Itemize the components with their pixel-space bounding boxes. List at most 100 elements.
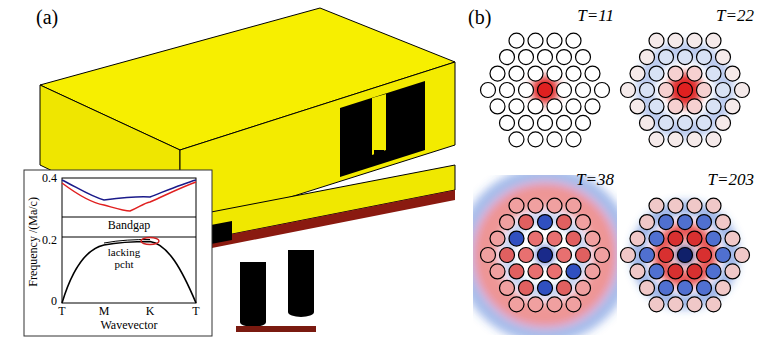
bandgap-line [62,217,196,218]
field-ring [638,208,732,302]
air-hole [490,66,505,81]
air-hole [668,231,683,246]
air-hole [659,50,674,65]
air-hole [538,115,553,130]
air-hole [585,99,600,114]
field-panel [481,33,610,147]
air-hole [649,99,664,114]
air-hole [519,83,534,98]
air-hole [500,115,515,130]
air-hole [490,231,505,246]
air-hole [528,297,543,312]
air-hole [528,231,543,246]
air-hole [630,99,645,114]
time-label: T=203 [708,170,754,190]
air-hole [528,264,543,279]
air-hole [649,297,664,312]
air-hole [678,83,693,98]
air-hole [725,99,740,114]
air-hole [687,33,702,48]
field-blob [676,246,694,264]
air-hole [519,215,534,230]
air-hole [547,132,562,147]
air-hole [716,50,731,65]
air-hole [528,198,543,213]
air-hole [649,264,664,279]
air-hole [687,297,702,312]
air-hole [557,248,572,263]
annotation: pcht [115,258,134,271]
field-glow [645,50,725,130]
field-glow [473,175,617,335]
air-hole [659,215,674,230]
air-hole [509,198,524,213]
air-hole [528,66,543,81]
tick-label: T [58,305,65,319]
air-hole [697,50,712,65]
bandgap-line [62,237,196,238]
air-hole [668,66,683,81]
air-hole [500,83,515,98]
air-hole [547,99,562,114]
air-hole [519,248,534,263]
pillar-shadow [374,150,384,156]
air-hole [557,115,572,130]
air-hole [649,132,664,147]
air-hole [566,132,581,147]
field-ring [485,195,605,315]
cylinder-base [288,307,314,317]
air-hole [595,83,610,98]
air-hole [500,50,515,65]
air-hole [659,83,674,98]
air-hole [547,198,562,213]
air-hole [500,248,515,263]
air-hole [566,264,581,279]
air-hole [659,280,674,295]
air-hole [716,280,731,295]
panel-label: (b) [468,6,491,29]
air-hole [509,132,524,147]
air-hole [687,264,702,279]
air-hole [566,33,581,48]
field-ring [473,175,617,335]
plot-frame [62,178,196,303]
cylinder-base [240,317,266,327]
time-label: T=22 [716,6,754,26]
field-glow [638,208,732,302]
lower-band [62,242,196,304]
air-hole [716,115,731,130]
field-ring [645,50,725,130]
air-hole [706,66,721,81]
bandgap-label: Bandgap [108,219,151,233]
missing-mode-marker [141,238,159,245]
field-panel [621,198,750,312]
air-hole [716,215,731,230]
tick-label: 0 [51,295,57,309]
tick-label: 0.4 [42,172,57,186]
air-hole [585,264,600,279]
air-hole [706,99,721,114]
air-hole [538,50,553,65]
inset-box [24,170,212,336]
air-hole [668,297,683,312]
air-hole [509,297,524,312]
air-hole [566,66,581,81]
air-hole [538,215,553,230]
air-hole [538,83,553,98]
tick-label: 0.2 [42,234,57,248]
air-hole [668,33,683,48]
field-panel [473,175,617,335]
air-hole [500,280,515,295]
air-hole [659,115,674,130]
air-hole [500,215,515,230]
air-hole [697,215,712,230]
air-hole [697,248,712,263]
air-hole [538,280,553,295]
panel-label: (a) [36,6,58,29]
air-hole [640,215,655,230]
air-hole [576,83,591,98]
air-hole [481,248,496,263]
air-hole [706,198,721,213]
air-hole [557,50,572,65]
air-hole [585,231,600,246]
